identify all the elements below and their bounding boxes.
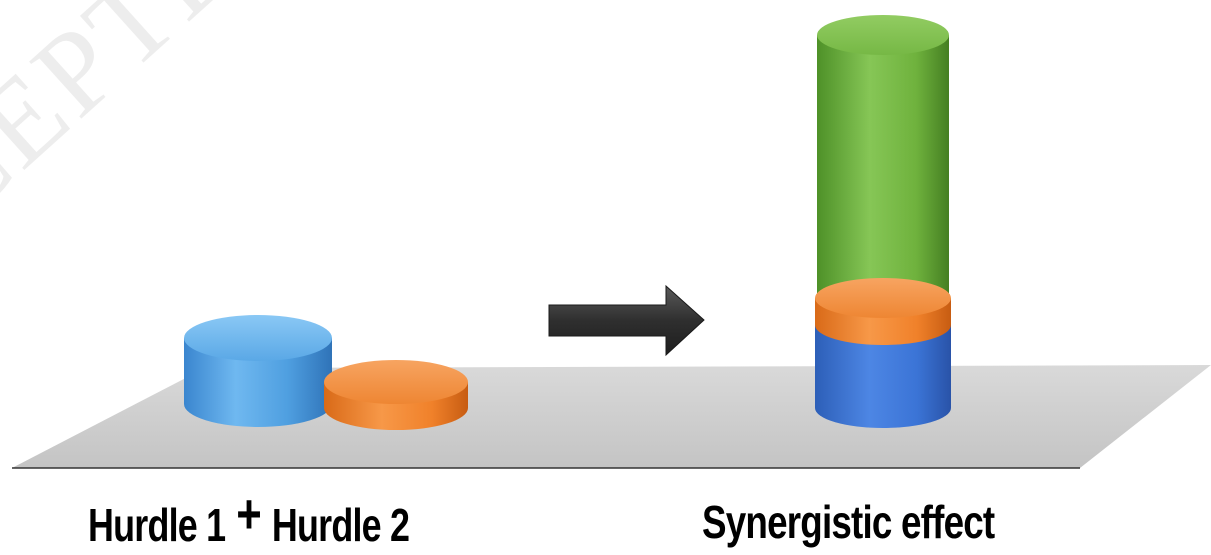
- hurdle-2-label: Hurdle 2: [271, 499, 410, 551]
- stack-blue-segment: [815, 325, 951, 428]
- synergy-stack: [815, 15, 951, 428]
- left-caption: Hurdle 1+Hurdle 2: [88, 484, 410, 552]
- synergistic-effect-label: Synergistic effect: [702, 496, 995, 548]
- hurdle-2-disc: [324, 360, 468, 430]
- hurdle-1-label: Hurdle 1: [88, 499, 226, 551]
- arrow-right-icon: [548, 284, 705, 357]
- stack-green-top: [817, 15, 949, 55]
- stack-orange-top: [815, 278, 951, 318]
- hurdle-1-cylinder: [184, 315, 332, 427]
- plus-sign: +: [236, 482, 262, 545]
- stack-green-segment: [817, 35, 949, 316]
